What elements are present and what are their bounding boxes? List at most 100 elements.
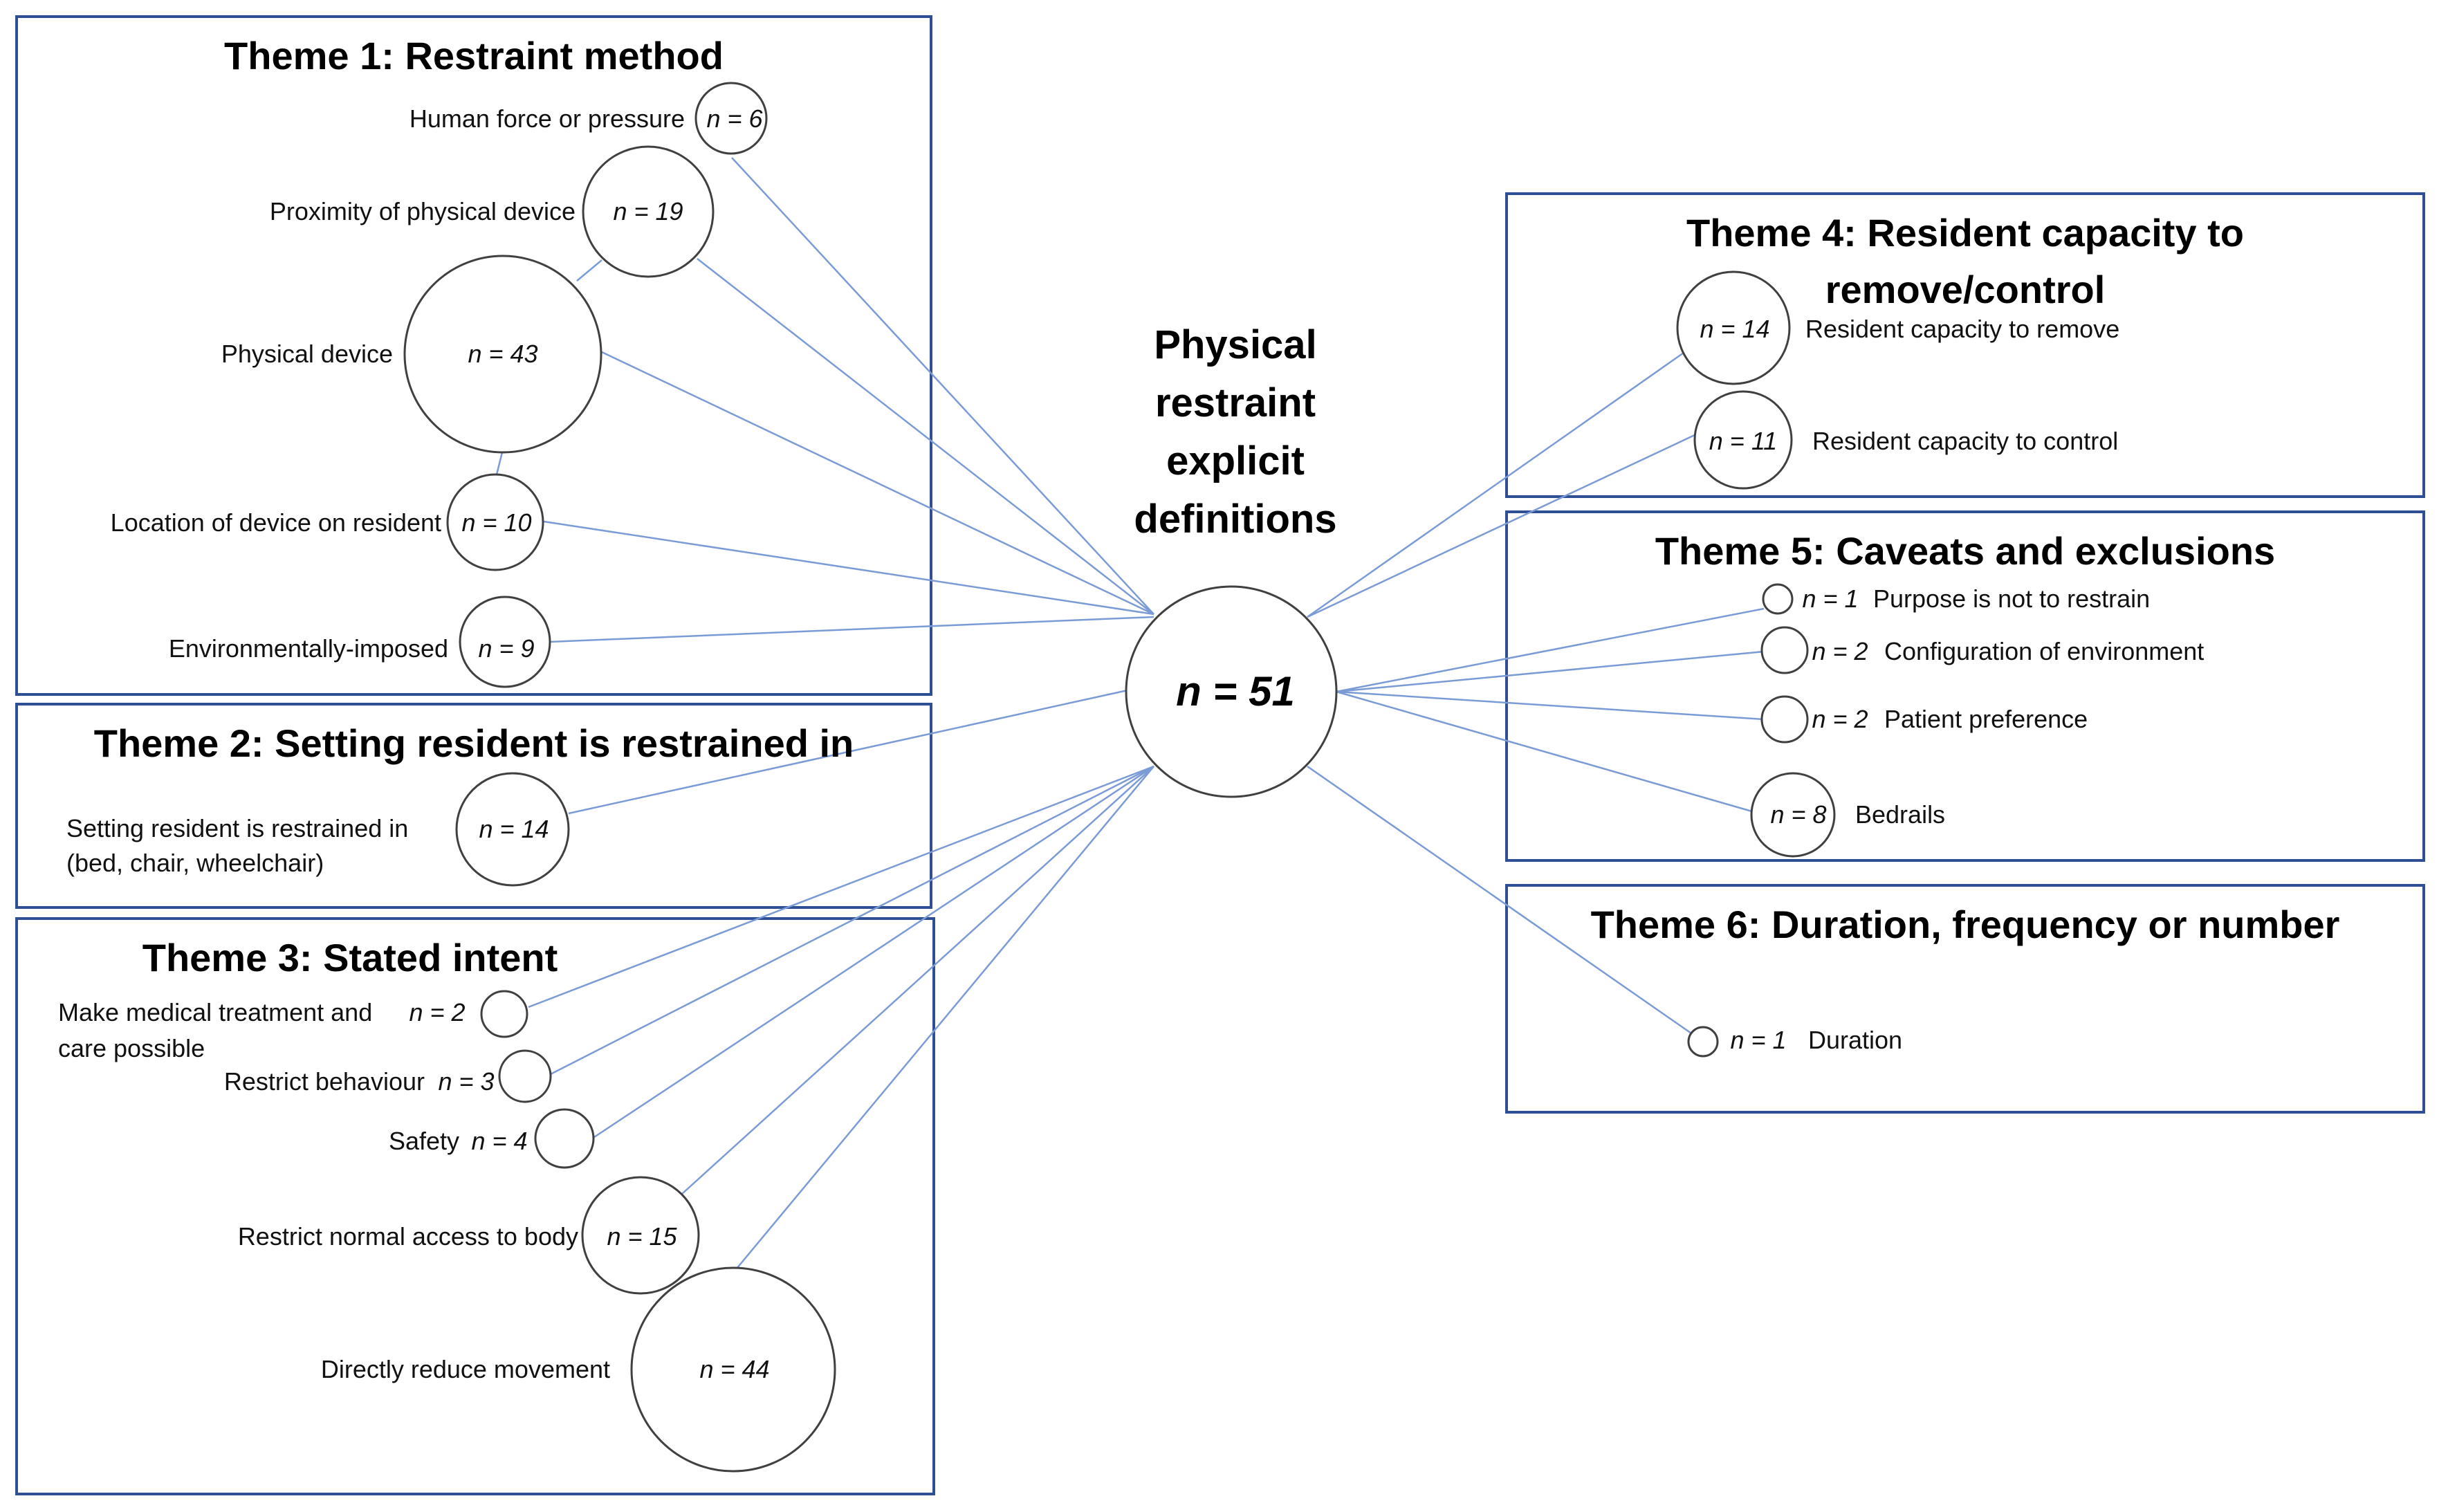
item-circle (403, 255, 602, 454)
item-circle (1760, 695, 1809, 744)
theme-6-title: Theme 6: Duration, frequency or number (1591, 903, 2340, 946)
theme-2-items: Setting resident is restrained in (bed, … (66, 772, 570, 887)
item-circle (1750, 772, 1836, 858)
item-label: Resident capacity to control (1812, 427, 2118, 455)
item-circle (1676, 270, 1791, 385)
item-circle (581, 1176, 700, 1295)
item-label: Directly reduce movement (321, 1355, 610, 1383)
link-safety (591, 765, 1154, 1140)
item-circle (582, 145, 715, 278)
item-count: n = 2 (1812, 637, 1868, 665)
theme-3-title: Theme 3: Stated intent (142, 936, 558, 979)
item-label: Purpose is not to restrain (1873, 584, 2150, 613)
item-count: n = 6 (706, 104, 763, 133)
link-purpose (1336, 607, 1765, 693)
center-circle (1125, 585, 1338, 798)
item-count: n = 11 (1709, 427, 1777, 455)
theme-1-box (15, 15, 932, 696)
theme-4-title-line-2: remove/control (1825, 268, 2106, 311)
center-count: n = 51 (1176, 668, 1295, 714)
item-circle (1760, 626, 1809, 674)
theme-5-box (1505, 510, 2425, 862)
item-circle (459, 596, 551, 688)
item-circle (498, 1049, 552, 1103)
link-directly-reduce (733, 766, 1154, 1273)
item-label: Restrict behaviour (224, 1067, 425, 1096)
item-circle (1762, 583, 1794, 615)
link-physical-to-location (495, 452, 504, 475)
item-count: n = 9 (478, 634, 534, 663)
link-restrict-behaviour (549, 765, 1154, 1076)
item-label: Proximity of physical device (270, 197, 576, 225)
center-title-line-4: definitions (1134, 497, 1336, 542)
item-label: Human force or pressure (409, 104, 685, 133)
item-count: n = 2 (1812, 705, 1868, 733)
item-circle (1693, 390, 1793, 490)
theme-3-box (15, 917, 935, 1495)
item-count: n = 14 (1700, 315, 1769, 343)
theme-6-box (1505, 884, 2425, 1114)
theme-4-box (1505, 192, 2425, 498)
link-medical (528, 765, 1154, 1008)
link-environmentally-imposed (549, 616, 1154, 643)
item-label: Setting resident is restrained in (66, 814, 408, 842)
item-circle (630, 1266, 836, 1473)
item-count: n = 43 (468, 340, 537, 368)
item-circle (694, 82, 768, 155)
item-label: Restrict normal access to body (238, 1222, 578, 1251)
item-label: Environmentally-imposed (169, 634, 448, 663)
item-label: Physical device (221, 340, 393, 368)
theme-4-title-line-1: Theme 4: Resident capacity to (1686, 211, 2244, 255)
item-count: n = 10 (461, 508, 531, 537)
connector-lines (495, 157, 1765, 1273)
link-physical-device (600, 350, 1154, 616)
item-count: n = 8 (1770, 800, 1826, 829)
theme-5-items: n = 1 Purpose is not to restrain n = 2 C… (1750, 583, 2204, 858)
theme-2-title: Theme 2: Setting resident is restrained … (94, 721, 854, 765)
theme-1-title: Theme 1: Restraint method (224, 34, 724, 77)
item-label: Configuration of environment (1884, 637, 2204, 665)
link-capacity-control (1307, 433, 1697, 618)
item-label: (bed, chair, wheelchair) (66, 849, 324, 877)
item-label: Duration (1808, 1026, 1902, 1054)
item-circle (455, 772, 570, 887)
item-label: Patient preference (1884, 705, 2088, 733)
item-circle (534, 1108, 595, 1169)
link-human-force (731, 157, 1154, 615)
theme-3-items: Make medical treatment and care possible… (58, 990, 836, 1473)
item-label: Bedrails (1855, 800, 1945, 829)
item-count: n = 2 (409, 998, 465, 1026)
link-configuration (1336, 650, 1765, 693)
item-circle (446, 473, 544, 571)
link-bedrails (1336, 690, 1755, 813)
link-restrict-access (681, 766, 1154, 1195)
theme-2-box (15, 703, 932, 909)
item-circle (480, 990, 528, 1038)
item-label: care possible (58, 1034, 205, 1062)
center-title-line-1: Physical (1154, 322, 1316, 367)
theme-5-title: Theme 5: Caveats and exclusions (1655, 529, 2275, 573)
link-setting (568, 689, 1128, 815)
item-count: n = 14 (479, 815, 549, 843)
item-count: n = 4 (471, 1127, 527, 1155)
theme-6-items: n = 1 Duration (1687, 1026, 1902, 1058)
item-count: n = 3 (438, 1067, 494, 1096)
center-title-line-3: explicit (1166, 439, 1305, 483)
item-label: Resident capacity to remove (1805, 315, 2119, 343)
item-count: n = 1 (1802, 584, 1858, 613)
theme-1-items: Human force or pressure n = 6 Proximity … (111, 82, 768, 688)
link-duration (1307, 765, 1694, 1036)
theme-4-items: n = 14 Resident capacity to remove n = 1… (1676, 270, 2119, 490)
link-patient-preference (1336, 690, 1765, 721)
item-label: Location of device on resident (111, 508, 441, 537)
item-count: n = 19 (613, 197, 683, 225)
center-title-line-2: restraint (1155, 380, 1316, 425)
item-label: Make medical treatment and (58, 998, 372, 1026)
center-node: Physical restraint explicit definitions … (1125, 322, 1338, 798)
item-circle (1687, 1026, 1719, 1058)
item-count: n = 1 (1730, 1026, 1786, 1054)
link-location (543, 520, 1154, 616)
item-count: n = 15 (607, 1222, 677, 1251)
item-label: Safety (389, 1127, 459, 1155)
